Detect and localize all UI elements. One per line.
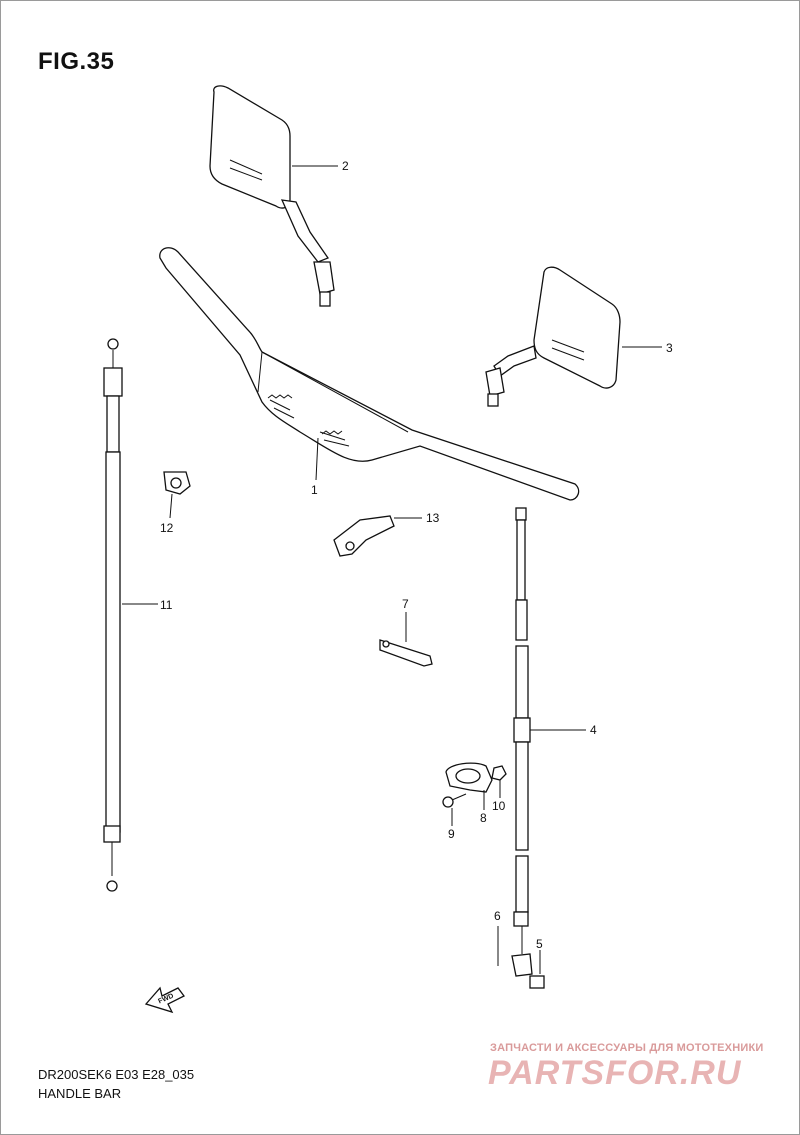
watermark-logo: PARTSFOR.RU <box>488 1054 742 1092</box>
part-9-screw[interactable] <box>442 793 467 826</box>
part-8-clamp[interactable] <box>445 762 493 810</box>
model-code: DR200SEK6 E03 E28_035 <box>38 1067 195 1082</box>
callout-13: 13 <box>426 511 440 525</box>
part-5-end-fitting[interactable] <box>511 950 545 989</box>
callout-5: 5 <box>536 937 543 951</box>
figure-title: FIG.35 <box>38 48 115 75</box>
callout-11: 11 <box>160 598 173 612</box>
callout-6: 6 <box>494 909 501 923</box>
callout-9: 9 <box>448 827 455 841</box>
watermark-tagline: ЗАПЧАСТИ И АКСЕССУАРЫ ДЛЯ МОТОТЕХНИКИ <box>490 1042 764 1054</box>
part-12-clamp[interactable] <box>163 471 191 519</box>
callout-1: 1 <box>311 483 318 497</box>
part-3-mirror-right[interactable] <box>485 266 662 407</box>
callout-12: 12 <box>160 521 174 535</box>
callout-3: 3 <box>666 341 673 355</box>
section-name: HANDLE BAR <box>38 1086 122 1101</box>
part-10-nut[interactable] <box>491 765 507 798</box>
part-4-cable-right[interactable] <box>513 507 586 954</box>
part-13-bracket[interactable] <box>333 515 422 557</box>
callout-4: 4 <box>590 723 597 737</box>
part-2-mirror-left[interactable] <box>209 85 338 307</box>
callout-8: 8 <box>480 811 487 825</box>
part-11-cable-left[interactable] <box>103 338 158 892</box>
part-1-handle-bar[interactable] <box>159 247 580 501</box>
fwd-arrow-icon: FWD <box>144 986 185 1014</box>
callout-7: 7 <box>402 597 409 611</box>
part-7-clip[interactable] <box>379 612 433 667</box>
callout-2: 2 <box>342 159 349 173</box>
callout-10: 10 <box>492 799 506 813</box>
